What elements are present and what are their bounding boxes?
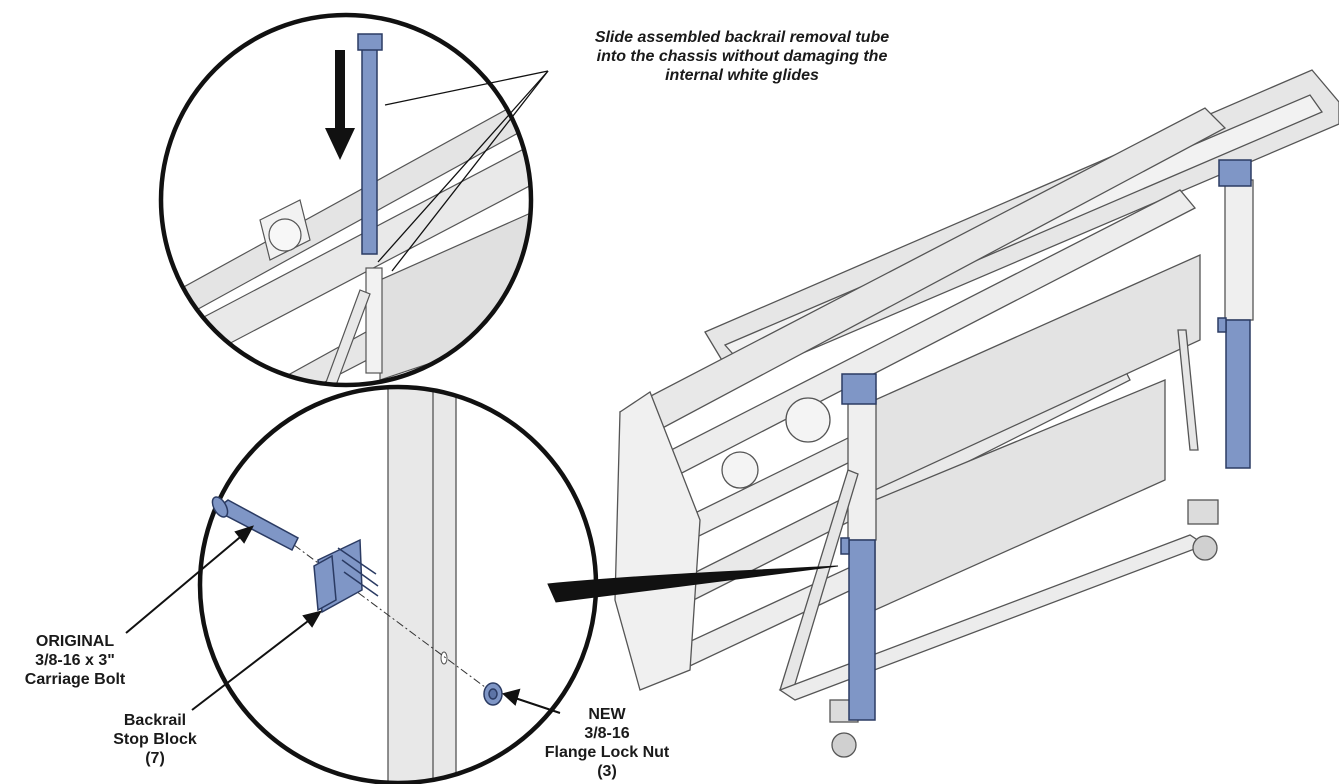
callout-arrows (125, 525, 561, 714)
lock-nut-line-2: 3/8-16 (584, 725, 630, 742)
instruction-leaders (377, 70, 549, 272)
callout-carriage-bolt: ORIGINAL 3/8-16 x 3" Carriage Bolt (20, 632, 130, 689)
wheel-hub-2 (721, 451, 759, 489)
diagonal-leg-right (1177, 329, 1199, 451)
chassis-assembly (614, 69, 1339, 758)
tube-center-lower-clip (840, 537, 850, 555)
backrail-stop-block (313, 538, 379, 614)
callout-stop-block: Backrail Stop Block (7) (100, 711, 210, 768)
lock-nut-line-3: Flange Lock Nut (544, 744, 670, 761)
stop-block-line-1: Backrail (123, 712, 187, 729)
detail-top-rail-2 (161, 129, 531, 381)
lock-nut-line-1: NEW (588, 706, 626, 723)
caster-rear (1187, 499, 1219, 561)
stop-block-line-3: (7) (145, 750, 165, 767)
tube-center-lower (848, 539, 876, 721)
instruction-line-1: Slide assembled backrail removal tube (594, 29, 890, 46)
bottom-frame (778, 534, 1207, 701)
backrail-removal-tubes (840, 159, 1252, 721)
detail-top-leg (324, 289, 371, 385)
detail-top-tube-cap (357, 33, 383, 51)
insert-direction-arrow-icon (325, 50, 355, 160)
stop-block-line-2: Stop Block (113, 731, 197, 748)
detail-circle-top (158, 12, 534, 388)
instruction-line-3: internal white glides (665, 67, 819, 84)
tube-right-upper-cap (1218, 159, 1252, 187)
instruction-line-2: into the chassis without damaging the (596, 48, 888, 65)
detail-top-sleeve (365, 267, 383, 374)
detail-top-tube (361, 41, 378, 255)
assembly-axis (293, 544, 498, 697)
wheel-hub (785, 397, 831, 443)
detail-bottom-hole (440, 651, 448, 665)
carriage-bolt-line-1: ORIGINAL (35, 633, 115, 650)
center-upright (847, 389, 877, 541)
detail-connector-swoosh (547, 565, 839, 603)
tube-center-upper-cap (841, 373, 877, 405)
detail-top-hub (268, 218, 302, 252)
tube-right-lower-clip (1217, 317, 1227, 333)
lock-nut-line-4: (3) (597, 763, 617, 780)
callout-lock-nut: NEW 3/8-16 Flange Lock Nut (3) (532, 705, 682, 781)
instruction-note: Slide assembled backrail removal tube in… (502, 28, 982, 85)
right-upright (1224, 179, 1254, 321)
left-end-plate (614, 391, 701, 691)
carriage-bolt (211, 496, 299, 552)
carriage-bolt-line-3: Carriage Bolt (24, 671, 126, 688)
detail-bottom-upright (387, 387, 457, 783)
tube-right-lower (1225, 319, 1251, 469)
detail-top-rail-1 (161, 78, 531, 332)
flange-lock-nut (483, 682, 503, 706)
carriage-bolt-line-2: 3/8-16 x 3" (35, 652, 115, 669)
